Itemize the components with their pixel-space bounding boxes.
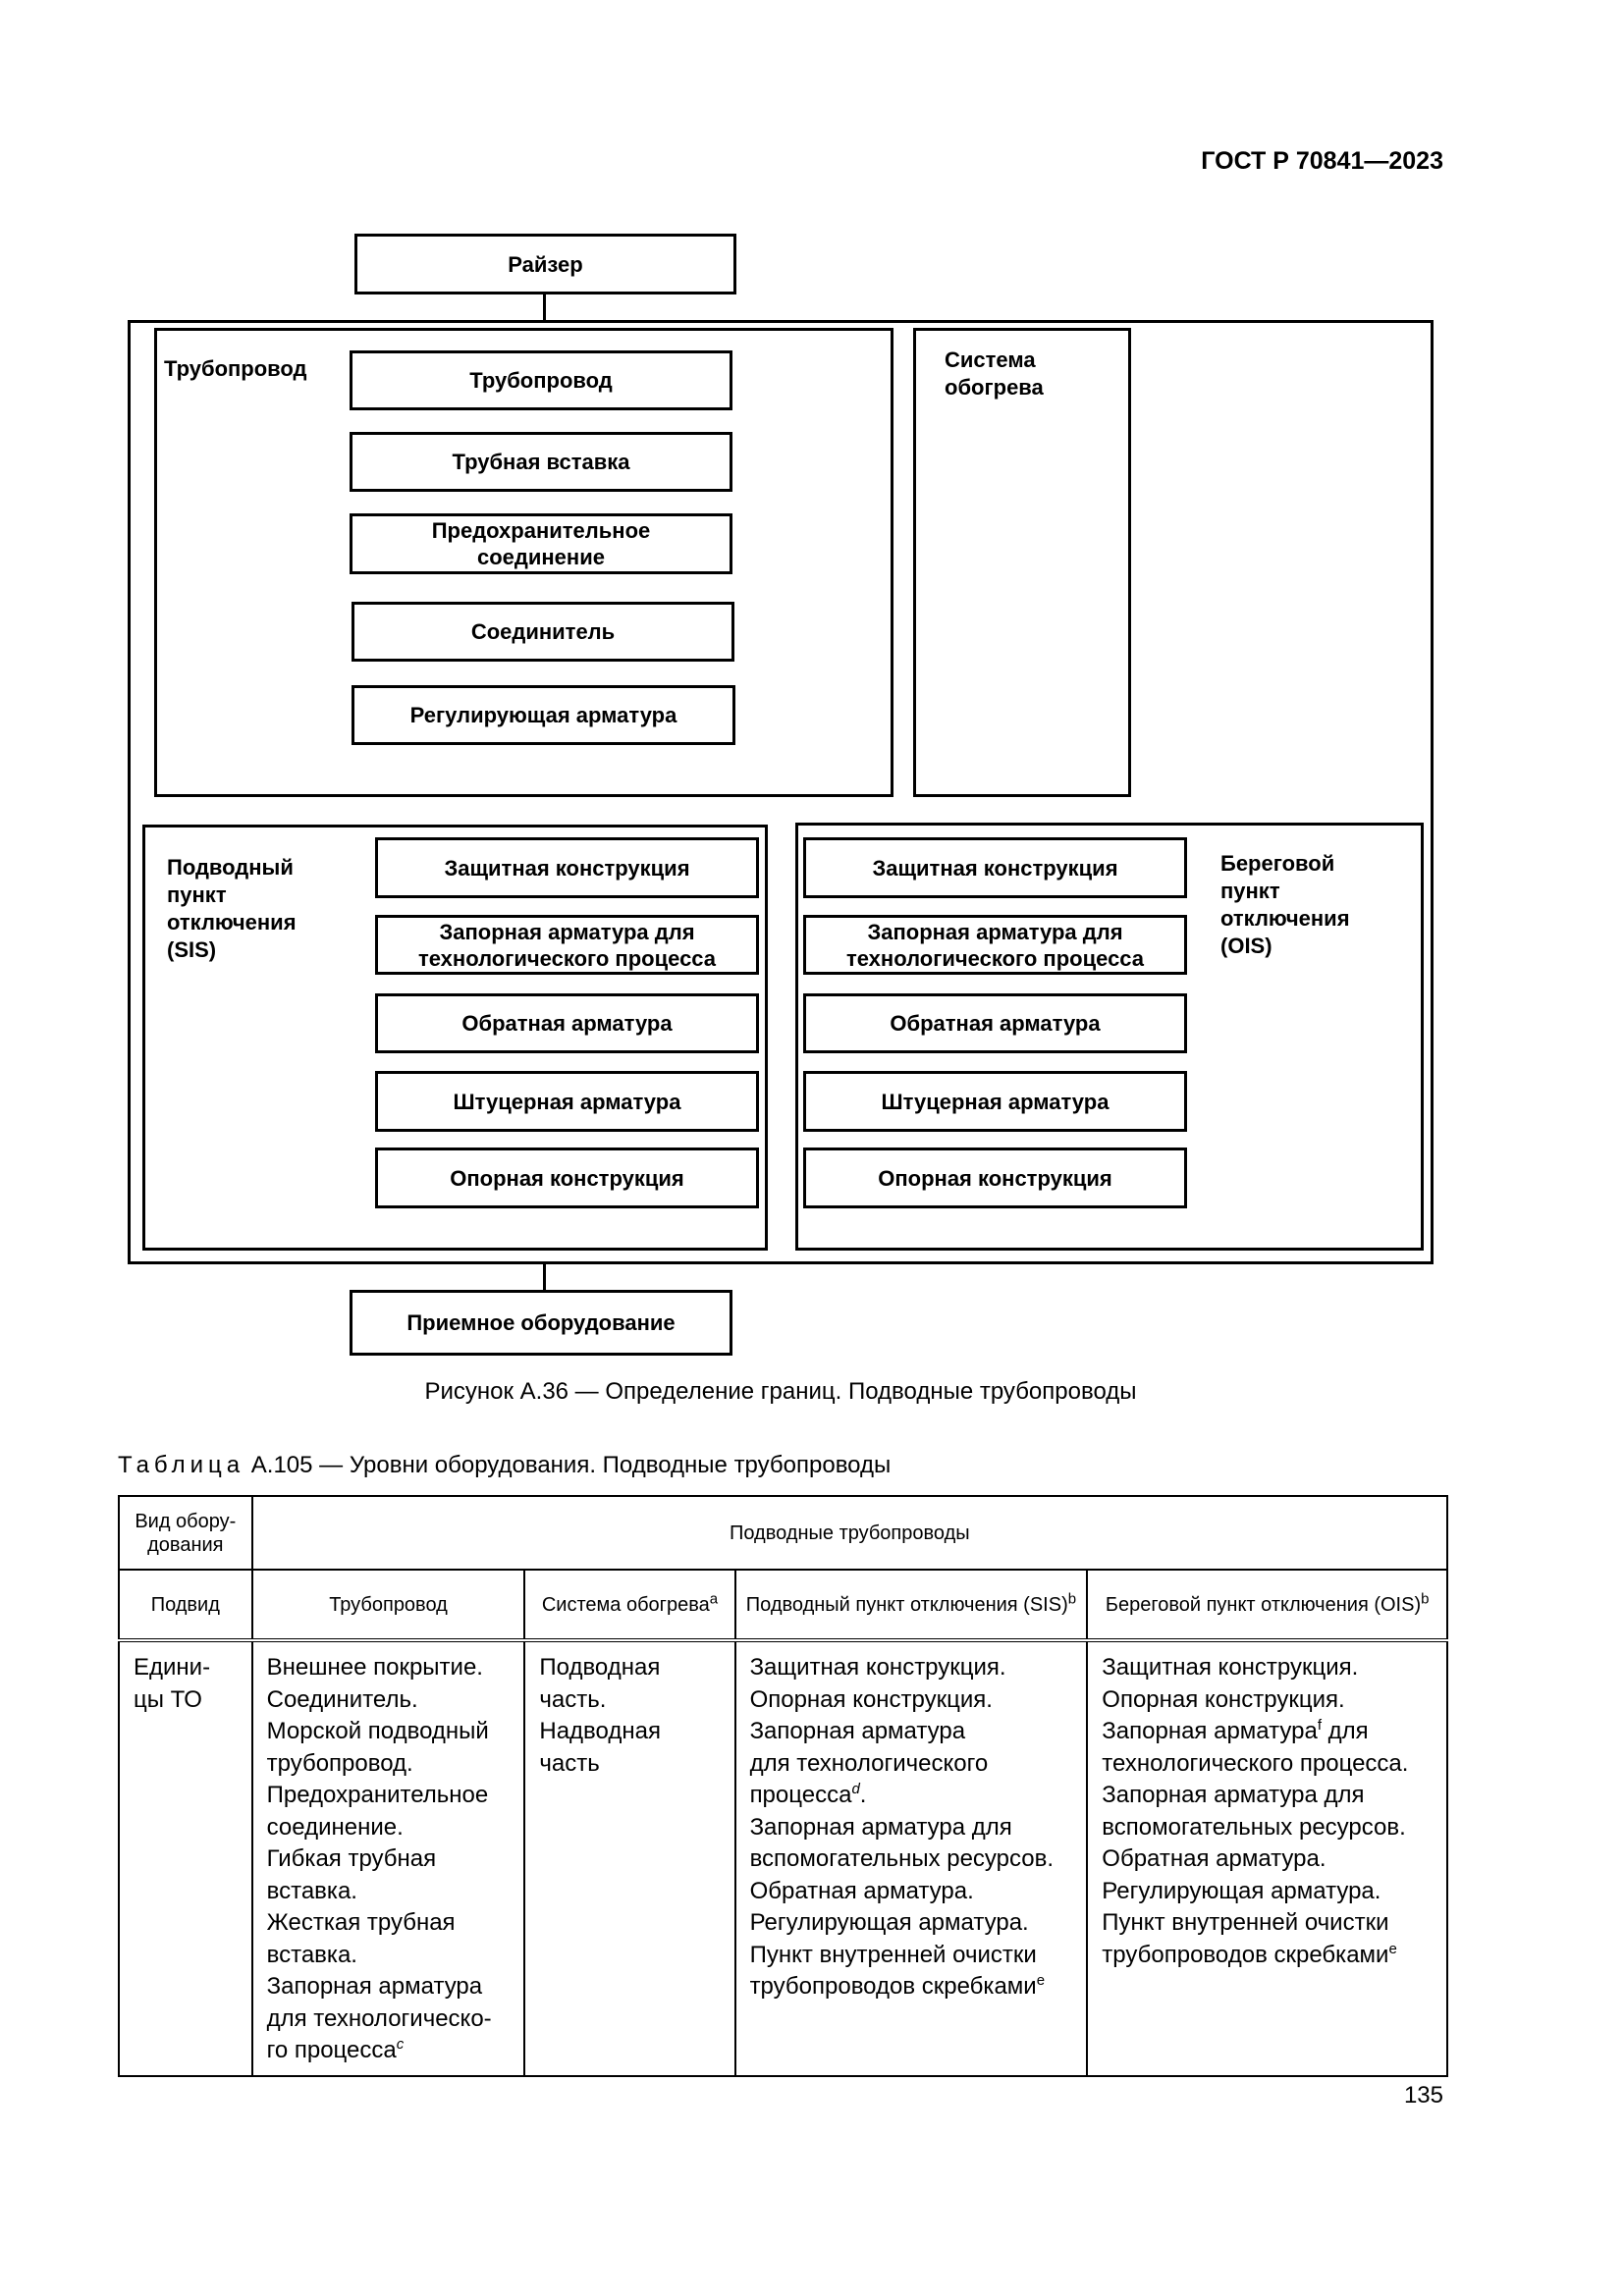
header-pipeline: Трубопровод [250,1569,526,1642]
cell-pipeline-items: Внешнее покрытие. Соединитель. Морской п… [250,1639,526,2077]
header-heating-system: Система обогреваa [523,1569,736,1642]
pipeline-item-control-valve: Регулирующая арматура [352,685,735,745]
riser-box: Райзер [354,234,736,294]
header-equipment-type: Вид обору- дования [118,1495,253,1571]
pipeline-item-safety-joint: Предохранительное соединение [350,513,732,574]
ois-group-label: Береговой пункт отключения (OIS) [1220,851,1350,958]
sis-item-check-valve: Обратная арматура [375,993,759,1053]
pipeline-item-connector: Соединитель [352,602,734,662]
sis-item-support-structure: Опорная конструкция [375,1148,759,1208]
sis-item-choke-valve: Штуцерная арматура [375,1071,759,1132]
table-title: Таблица А.105 — Уровни оборудования. Под… [118,1452,891,1479]
receiving-equipment-box: Приемное оборудование [350,1290,732,1356]
header-subtype: Подвид [118,1569,253,1642]
cell-heating-items: Подводная часть. Надводная часть [523,1639,736,2077]
header-subsea-pipelines: Подводные трубопроводы [250,1495,1449,1571]
heating-system-label: Система обогрева [945,347,1044,400]
header-sis: Подводный пункт отключения (SIS)b [733,1569,1089,1642]
table-title-text: А.105 — Уровни оборудования. Подводные т… [244,1452,892,1478]
heating-system-frame [913,328,1131,797]
ois-item-process-shutoff-valve: Запорная арматура для технологического п… [803,915,1187,975]
cell-sis-items: Защитная конструкция. Опорная конструкци… [733,1639,1089,2077]
cell-ois-items: Защитная конструкция. Опорная конструкци… [1086,1639,1448,2077]
figure-caption: Рисунок А.36 — Определение границ. Подво… [424,1378,1137,1405]
receiving-connector [543,1264,546,1292]
riser-connector [543,294,546,321]
riser-label: Райзер [508,251,583,277]
cell-units: Едини- цы ТО [118,1639,253,2077]
document-code: ГОСТ Р 70841—2023 [1201,147,1443,175]
page-number: 135 [1403,2082,1443,2109]
pipeline-group-label: Трубопровод [164,356,307,381]
equipment-levels-table: Вид обору- дования Подводные трубопровод… [118,1495,1449,2077]
ois-item-support-structure: Опорная конструкция [803,1148,1187,1208]
pipeline-item-pipeline: Трубопровод [350,350,732,410]
pipeline-item-pipe-insert: Трубная вставка [350,432,732,492]
header-ois: Береговой пункт отключения (OIS)b [1086,1569,1448,1642]
sis-item-process-shutoff-valve: Запорная арматура для технологического п… [375,915,759,975]
sis-group-label: Подводный пункт отключения (SIS) [167,855,297,962]
ois-item-check-valve: Обратная арматура [803,993,1187,1053]
table-title-prefix: Таблица [118,1452,245,1478]
ois-item-protective-structure: Защитная конструкция [803,837,1187,898]
sis-item-protective-structure: Защитная конструкция [375,837,759,898]
ois-item-choke-valve: Штуцерная арматура [803,1071,1187,1132]
